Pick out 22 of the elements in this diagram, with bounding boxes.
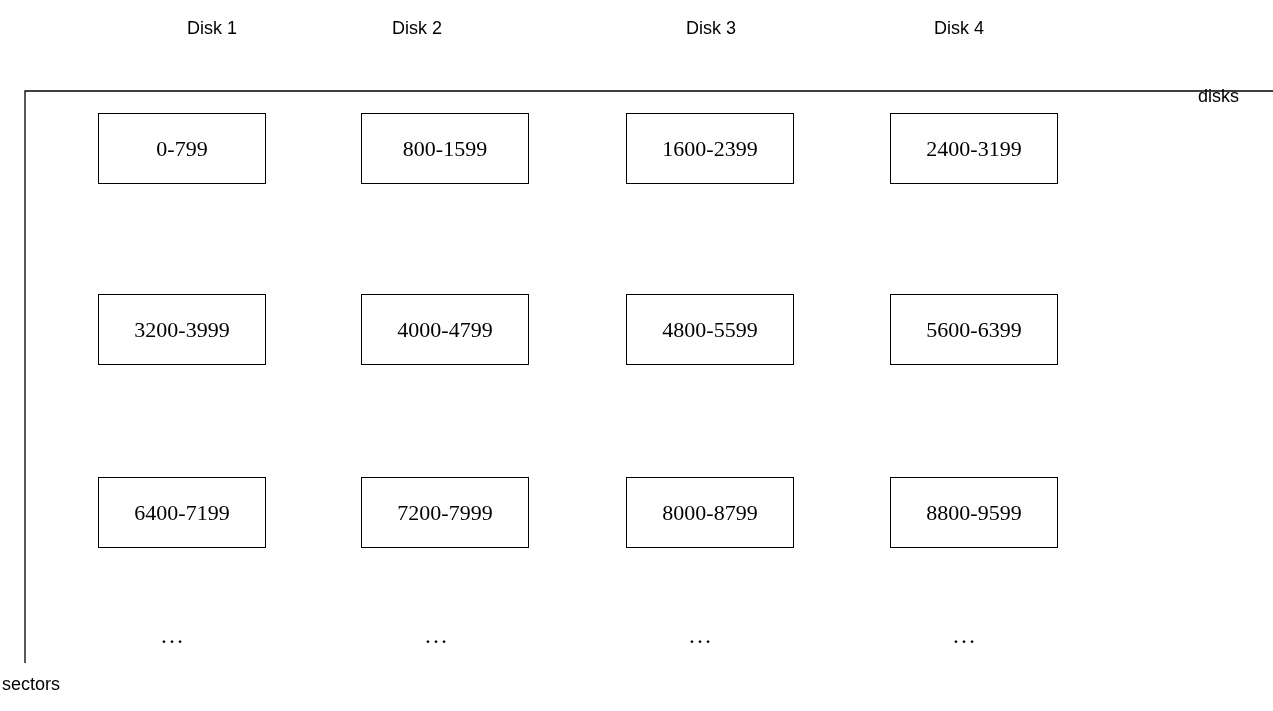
sector-range-box: 1600-2399 [626,113,794,184]
column-header: Disk 3 [686,18,736,39]
column-header: Disk 2 [392,18,442,39]
sector-range-box: 6400-7199 [98,477,266,548]
column-header: Disk 1 [187,18,237,39]
sector-range-box: 5600-6399 [890,294,1058,365]
sector-range-box: 800-1599 [361,113,529,184]
sector-range-box: 3200-3999 [98,294,266,365]
ellipsis: … [688,622,714,649]
ellipsis: … [952,622,978,649]
sector-range-box: 4800-5599 [626,294,794,365]
sector-range-box: 4000-4799 [361,294,529,365]
column-header: Disk 4 [934,18,984,39]
axis-label: sectors [2,674,61,695]
sector-range-box: 0-799 [98,113,266,184]
sector-range-box: 2400-3199 [890,113,1058,184]
sector-range-box: 7200-7999 [361,477,529,548]
sector-range-box: 8800-9599 [890,477,1058,548]
sector-range-box: 8000-8799 [626,477,794,548]
ellipsis: … [160,622,186,649]
axis-label: disks [1198,86,1239,107]
ellipsis: … [424,622,450,649]
